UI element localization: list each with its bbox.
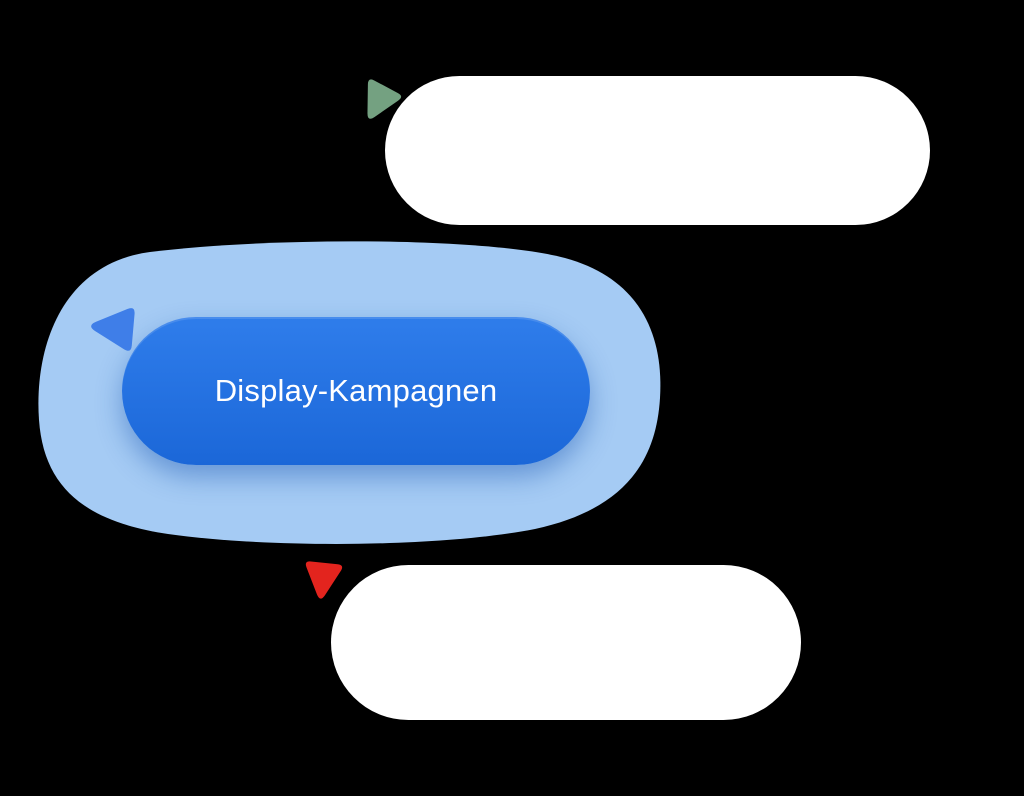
red-cursor-icon xyxy=(305,561,343,599)
display-campaigns-button-label: Display-Kampagnen xyxy=(214,373,498,408)
display-campaigns-button[interactable]: Display-Kampagnen xyxy=(122,317,590,465)
green-cursor-icon xyxy=(367,79,402,119)
placeholder-card-top xyxy=(385,76,930,225)
blue-cursor-icon xyxy=(91,308,135,351)
placeholder-card-bottom xyxy=(331,565,801,720)
